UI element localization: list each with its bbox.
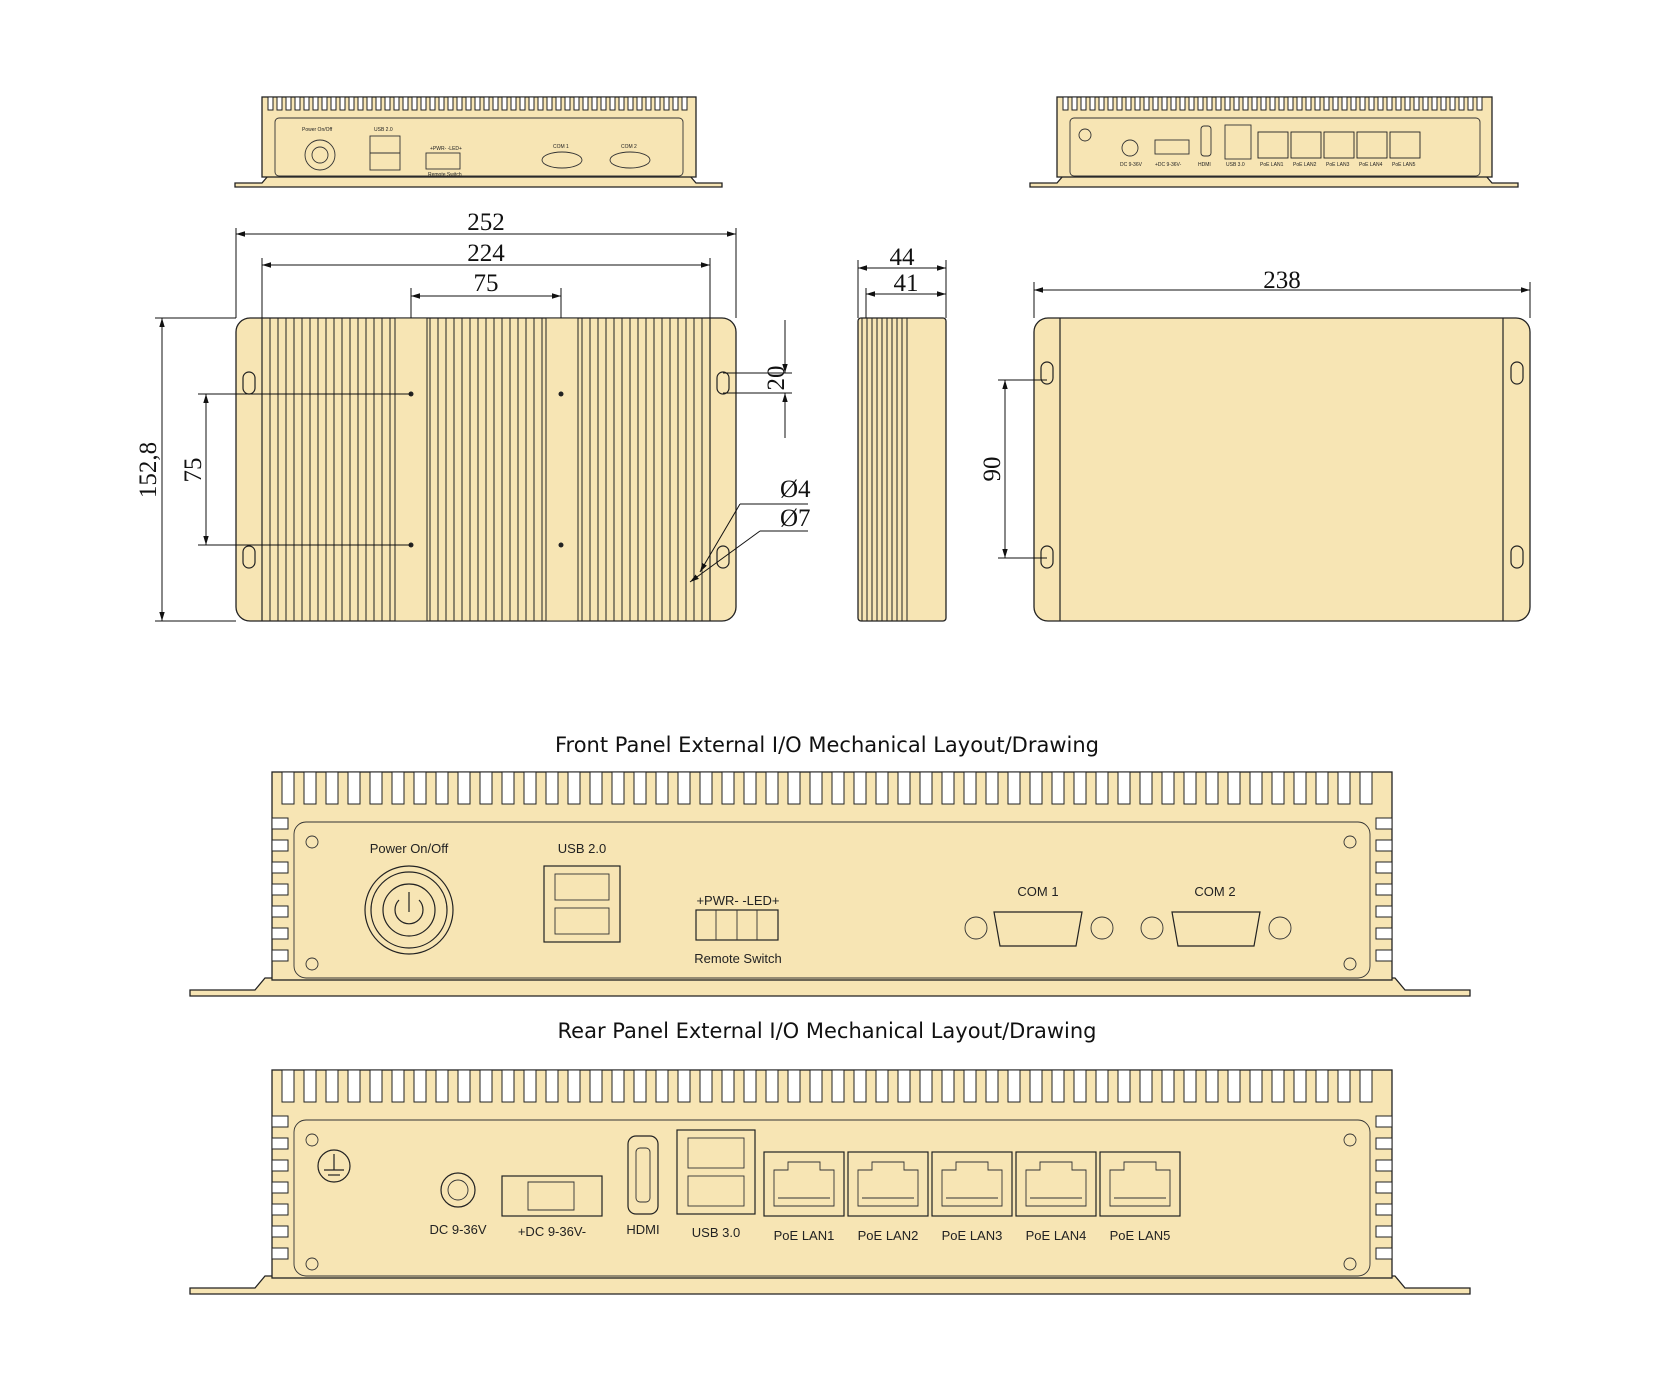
dc-terminal-port — [501, 1175, 603, 1217]
dim-mount-y: 75 — [180, 458, 207, 483]
front-panel-title: Front Panel External I/O Mechanical Layo… — [555, 733, 1099, 757]
dim-hole-small: Ø4 — [780, 476, 811, 503]
com2-port — [1140, 911, 1292, 947]
small-dcterm-label: +DC 9-36V- — [1155, 162, 1182, 168]
small-lan-port — [1290, 131, 1322, 159]
lan-label: PoE LAN3 — [942, 1228, 1003, 1243]
ground-screw-icon — [317, 1149, 351, 1183]
dim-side-height: 44 — [890, 244, 916, 271]
lan-port — [763, 1151, 845, 1217]
small-hdmi-label: HDMI — [1198, 162, 1211, 168]
terminal-block-icon — [425, 152, 461, 170]
dc-jack-port — [440, 1172, 476, 1208]
dim-side-body: 41 — [894, 270, 919, 297]
small-lan-port — [1257, 131, 1289, 159]
lan-port — [847, 1151, 929, 1217]
power-icon — [394, 899, 424, 925]
small-lan-port — [1356, 131, 1388, 159]
com1-port — [964, 911, 1114, 947]
dc-terminal-icon — [1154, 139, 1190, 155]
small-lan-label: PoE LAN2 — [1293, 162, 1317, 168]
dc-terminal-label: +DC 9-36V- — [518, 1224, 586, 1239]
hdmi-port — [627, 1135, 659, 1215]
small-usb3-label: USB 3.0 — [1226, 162, 1245, 168]
dim-slot-offset: 20 — [763, 366, 790, 391]
front-panel: Power On/Off USB 2.0 +PWR- -LED+ Remote … — [189, 771, 1471, 997]
lan-port — [1015, 1151, 1097, 1217]
usb2-port — [543, 865, 621, 943]
dim-bottom-width: 238 — [1263, 267, 1301, 294]
usb2-label: USB 2.0 — [558, 841, 606, 856]
small-com1-label: COM 1 — [553, 144, 569, 150]
dc-jack-icon — [1121, 139, 1139, 157]
small-usb-label: USB 2.0 — [374, 127, 393, 133]
dim-bottom-spacing: 90 — [979, 457, 1006, 482]
hdmi-port-icon — [1200, 125, 1212, 157]
power-button — [364, 865, 454, 955]
top-view-dimensions: 252 224 75 152,8 75 20 Ø4 Ø7 — [135, 209, 811, 622]
small-lan-label: PoE LAN3 — [1326, 162, 1350, 168]
rear-panel-title: Rear Panel External I/O Mechanical Layou… — [558, 1019, 1097, 1043]
power-label: Power On/Off — [370, 841, 449, 856]
lan-label: PoE LAN5 — [1110, 1228, 1171, 1243]
com2-label: COM 2 — [1194, 884, 1235, 899]
usb3-label: USB 3.0 — [692, 1225, 740, 1240]
bottom-view-body — [1033, 317, 1531, 622]
com1-port-icon — [541, 151, 583, 169]
dim-width-overall: 252 — [467, 209, 505, 236]
small-pwrled-label: +PWR- -LED+ — [430, 146, 462, 152]
small-rear-view: PoE LAN1 PoE LAN2 PoE LAN3 PoE LAN4 PoE LAN5… — [1029, 96, 1519, 188]
small-lan-label: PoE LAN5 — [1392, 162, 1416, 168]
ground-icon — [1078, 128, 1092, 142]
small-power-label: Power On/Off — [302, 127, 333, 133]
small-lan-label: PoE LAN1 — [1260, 162, 1284, 168]
small-com2-label: COM 2 — [621, 144, 637, 150]
hdmi-label: HDMI — [626, 1222, 659, 1237]
rear-panel: DC 9-36V +DC 9-36V- HDMI USB 3.0 PoE LAN… — [189, 1069, 1471, 1295]
rear-panel-body — [271, 1069, 1393, 1279]
front-panel-body — [271, 771, 1393, 981]
dim-width-body: 224 — [467, 240, 505, 267]
com2-port-icon — [609, 151, 651, 169]
lan-label: PoE LAN1 — [774, 1228, 835, 1243]
usb3-port-icon — [1224, 124, 1252, 160]
lan-label: PoE LAN4 — [1026, 1228, 1087, 1243]
usb3-port — [676, 1129, 756, 1215]
top-view — [235, 317, 737, 622]
small-lan-port — [1323, 131, 1355, 159]
pwr-led-label: +PWR- -LED+ — [696, 893, 779, 908]
lan-port — [1099, 1151, 1181, 1217]
power-button-icon — [304, 139, 336, 171]
small-front-view: Power On/Off USB 2.0 +PWR- -LED+ Remote … — [234, 96, 723, 188]
side-view: 44 41 — [857, 244, 947, 622]
small-remote-label: Remote Switch — [428, 172, 462, 178]
dim-hole-large: Ø7 — [780, 505, 811, 532]
small-dc-label: DC 9-36V — [1120, 162, 1143, 168]
lan-port — [931, 1151, 1013, 1217]
lan-label: PoE LAN2 — [858, 1228, 919, 1243]
bottom-view: 238 90 — [979, 267, 1531, 622]
small-lan-port — [1389, 131, 1421, 159]
com1-label: COM 1 — [1017, 884, 1058, 899]
dim-mount-x: 75 — [474, 270, 499, 297]
small-lan-label: PoE LAN4 — [1359, 162, 1383, 168]
dim-height-overall: 152,8 — [135, 442, 162, 498]
dc-jack-label: DC 9-36V — [429, 1222, 486, 1237]
remote-switch-label: Remote Switch — [694, 951, 781, 966]
